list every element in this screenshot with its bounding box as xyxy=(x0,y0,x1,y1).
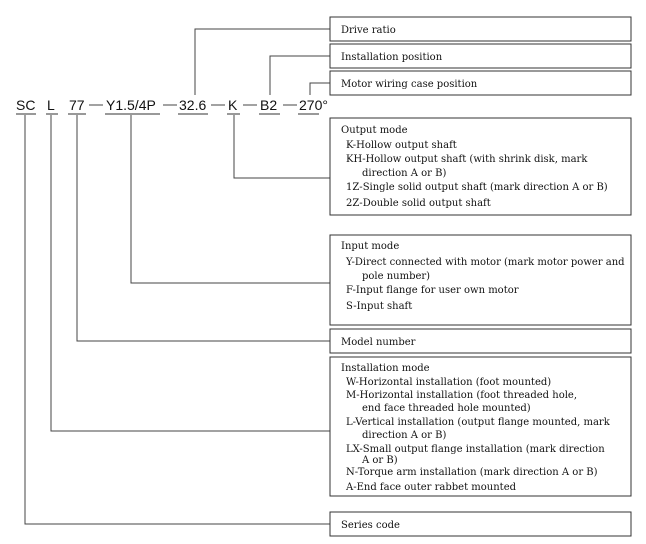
motor-wiring-title: Motor wiring case position xyxy=(341,79,478,90)
input-mode-line: S-Input shaft xyxy=(346,301,412,312)
input-mode-line: F-Input flange for user own motor xyxy=(346,285,519,296)
model-number-title: Model number xyxy=(341,337,416,348)
input-mode-line: pole number) xyxy=(362,271,430,282)
output-mode-title: Output mode xyxy=(341,125,408,136)
motor-wiring-box: Motor wiring case position xyxy=(329,70,632,96)
installation-mode-line: A or B) xyxy=(361,455,398,466)
installation-mode-line: M-Horizontal installation (foot threaded… xyxy=(346,390,577,401)
code-wiring: 270° xyxy=(299,97,328,113)
output-mode-line: 2Z-Double solid output shaft xyxy=(346,198,491,209)
code-input: Y1.5/4P xyxy=(106,97,156,113)
input-mode-title: Input mode xyxy=(341,241,399,252)
model-number-box: Model number xyxy=(329,328,632,354)
installation-mode-line: L-Vertical installation (output flange m… xyxy=(346,417,611,428)
installation-mode-box: Installation mode W-Horizontal installat… xyxy=(329,356,632,497)
output-mode-line: K-Hollow output shaft xyxy=(346,140,457,151)
connector-installation-mode xyxy=(50,115,330,432)
series-code-box: Series code xyxy=(329,511,632,537)
installation-mode-line: direction A or B) xyxy=(362,430,446,441)
installation-mode-line: LX-Small output flange installation (mar… xyxy=(346,444,605,455)
connector-motor-wiring xyxy=(309,82,330,95)
installation-mode-line: N-Torque arm installation (mark directio… xyxy=(346,467,598,478)
output-mode-line: direction A or B) xyxy=(362,168,446,179)
code-ratio: 32.6 xyxy=(179,97,206,113)
code-model: 77 xyxy=(69,97,85,113)
series-code-title: Series code xyxy=(341,520,400,531)
installation-position-title: Installation position xyxy=(341,52,443,63)
installation-position-box: Installation position xyxy=(329,43,632,69)
installation-mode-title: Installation mode xyxy=(341,363,430,374)
installation-mode-line: end face threaded hole mounted) xyxy=(362,403,531,414)
connector-model-number xyxy=(76,115,330,342)
output-mode-box: Output mode K-Hollow output shaft KH-Hol… xyxy=(329,117,632,216)
connector-series-code xyxy=(24,115,330,525)
input-mode-box: Input mode Y-Direct connected with motor… xyxy=(329,234,632,326)
code-series: SC xyxy=(16,97,35,113)
connectors xyxy=(24,28,330,525)
drive-ratio-title: Drive ratio xyxy=(341,25,396,36)
code-output: K xyxy=(228,97,238,113)
connector-installation-position xyxy=(269,55,330,95)
code-position: B2 xyxy=(260,97,277,113)
drive-ratio-box: Drive ratio xyxy=(329,16,632,42)
code-installation: L xyxy=(47,97,55,113)
installation-mode-line: A-End face outer rabbet mounted xyxy=(345,482,517,493)
connector-input-mode xyxy=(130,115,330,284)
input-mode-line: Y-Direct connected with motor (mark moto… xyxy=(345,257,625,268)
model-code: SC L 77 Y1.5/4P 32.6 K B2 270° xyxy=(16,97,328,115)
output-mode-line: KH-Hollow output shaft (with shrink disk… xyxy=(346,154,588,165)
connector-output-mode xyxy=(233,115,330,179)
installation-mode-line: W-Horizontal installation (foot mounted) xyxy=(346,377,551,388)
connector-drive-ratio xyxy=(194,28,330,95)
output-mode-line: 1Z-Single solid output shaft (mark direc… xyxy=(346,182,608,193)
